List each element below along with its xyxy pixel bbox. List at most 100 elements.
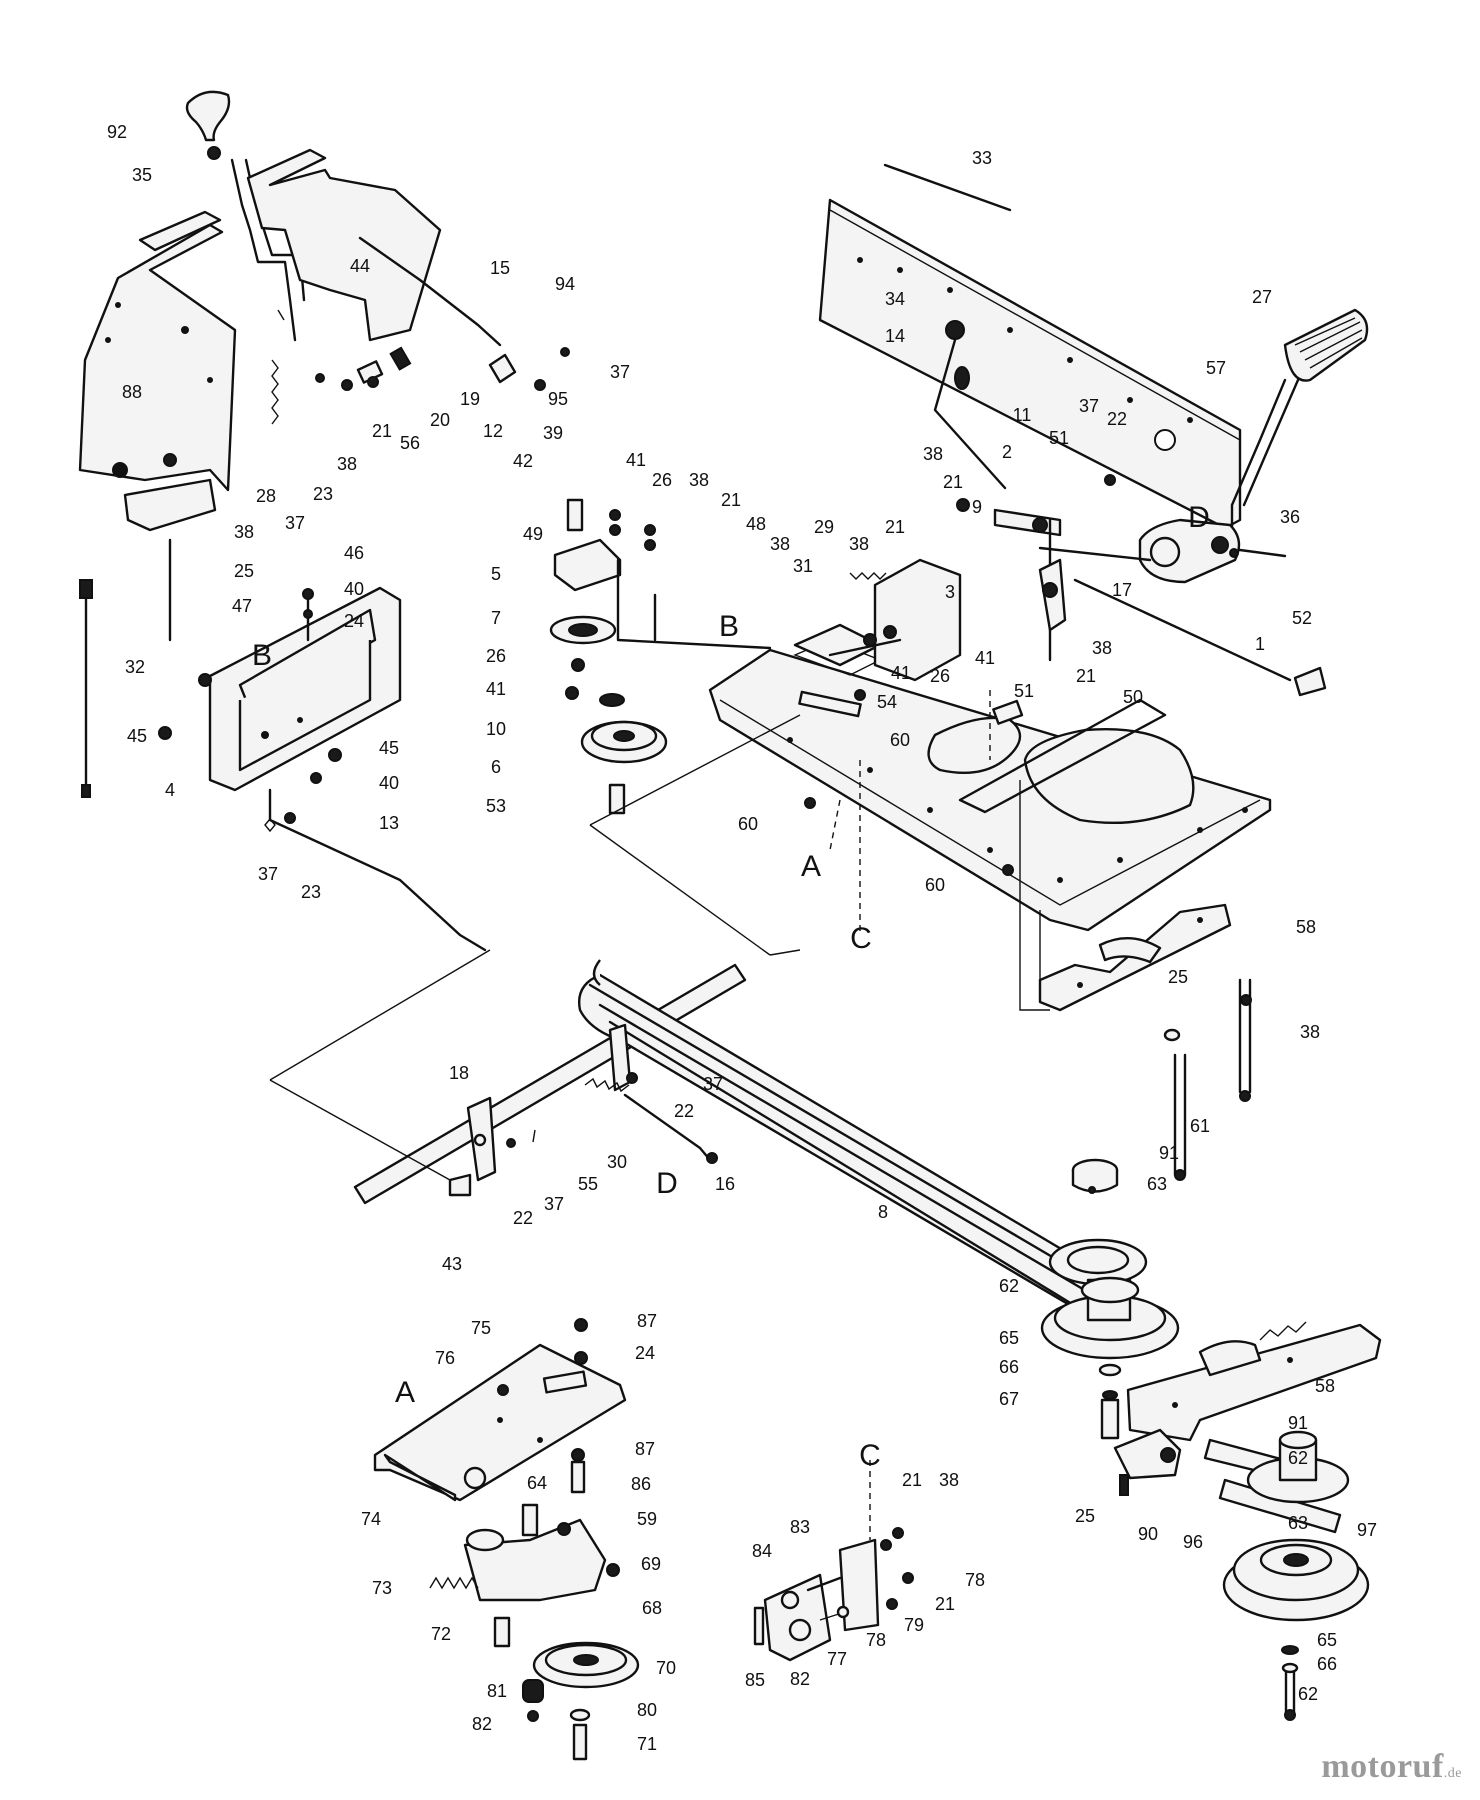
callout-12: 12 [483, 421, 503, 441]
callout-87: 87 [637, 1311, 657, 1331]
callout-38: 38 [689, 470, 709, 490]
callout-86: 86 [631, 1474, 651, 1494]
callout-11: 11 [1013, 405, 1032, 425]
reference-letter-C: C [859, 1439, 881, 1472]
callout-76: 76 [435, 1348, 455, 1368]
callout-25: 25 [1168, 967, 1188, 987]
callout-49: 49 [523, 524, 543, 544]
callout-37: 37 [1079, 396, 1099, 416]
callout-77: 77 [827, 1649, 847, 1669]
callout-21: 21 [721, 490, 741, 510]
callout-9: 9 [972, 497, 982, 517]
plate-b-assembly [79, 538, 487, 952]
callout-62: 62 [999, 1276, 1019, 1296]
bolt-49 [566, 498, 584, 532]
lever-back-plate [246, 148, 442, 342]
idler-bracket-a-assembly [373, 1318, 640, 1761]
idler-arm-68 [463, 1518, 607, 1602]
callout-96: 96 [1183, 1532, 1203, 1552]
callout-38: 38 [1300, 1022, 1320, 1042]
callout-81: 81 [487, 1681, 507, 1701]
callout-66: 66 [1317, 1654, 1337, 1674]
callout-74: 74 [361, 1509, 381, 1529]
callout-31: 31 [793, 556, 813, 576]
callout-53: 53 [486, 796, 506, 816]
callout-7: 7 [491, 608, 501, 628]
callout-33: 33 [972, 148, 992, 168]
bolt-67 [1100, 1398, 1120, 1440]
callout-41: 41 [486, 679, 506, 699]
callout-41: 41 [891, 663, 911, 683]
callout-63: 63 [1288, 1513, 1308, 1533]
callout-37: 37 [610, 362, 630, 382]
callout-38: 38 [770, 534, 790, 554]
callout-66: 66 [999, 1357, 1019, 1377]
callout-21: 21 [372, 421, 392, 441]
callout-36: 36 [1280, 507, 1300, 527]
callout-40: 40 [379, 773, 399, 793]
callout-46: 46 [344, 543, 364, 563]
rod-33 [883, 163, 1012, 212]
bolt-71 [572, 1723, 588, 1761]
callout-78: 78 [965, 1570, 985, 1590]
callout-48: 48 [746, 514, 766, 534]
callout-90: 90 [1138, 1524, 1158, 1544]
nut-35 [207, 146, 221, 160]
callout-51: 51 [1014, 681, 1034, 701]
callout-8: 8 [878, 1202, 888, 1222]
callout-51: 51 [1049, 428, 1069, 448]
callout-32: 32 [125, 657, 145, 677]
callout-2: 2 [1002, 442, 1012, 462]
callout-24: 24 [635, 1343, 655, 1363]
callout-24: 24 [344, 611, 364, 631]
callout-56: 56 [400, 433, 420, 453]
callout-84: 84 [752, 1541, 772, 1561]
lower-right-assembly [1113, 1321, 1382, 1721]
callout-45: 45 [379, 738, 399, 758]
engine-pulley-assembly [1040, 1158, 1180, 1440]
callout-52: 52 [1292, 608, 1312, 628]
callout-80: 80 [637, 1700, 657, 1720]
callout-34: 34 [885, 289, 905, 309]
reference-letter-B: B [719, 610, 739, 643]
callout-87: 87 [635, 1439, 655, 1459]
bracket-96 [1113, 1428, 1182, 1480]
shift-lever-rod [230, 158, 297, 342]
callout-39: 39 [543, 423, 563, 443]
callout-17: 17 [1112, 580, 1132, 600]
callout-82: 82 [790, 1669, 810, 1689]
dash-panel-assembly [818, 163, 1369, 697]
callout-37: 37 [258, 864, 278, 884]
callout-37: 37 [544, 1194, 564, 1214]
callout-1: 1 [1255, 634, 1265, 654]
pin-85 [753, 1606, 765, 1646]
callout-78: 78 [866, 1630, 886, 1650]
callout-58: 58 [1296, 917, 1316, 937]
callout-65: 65 [999, 1328, 1019, 1348]
spacer-81 [522, 1679, 544, 1703]
callout-layer: 9235159444379539421219205621382337288838… [107, 122, 1377, 1754]
callout-22: 22 [674, 1101, 694, 1121]
callout-26: 26 [930, 666, 950, 686]
callout-59: 59 [637, 1509, 657, 1529]
shaft-55 [353, 963, 747, 1205]
callout-63: 63 [1147, 1174, 1167, 1194]
callout-40: 40 [344, 579, 364, 599]
callout-25: 25 [234, 561, 254, 581]
callout-30: 30 [607, 1152, 627, 1172]
callout-26: 26 [486, 646, 506, 666]
shift-knob [185, 90, 231, 142]
idler-pulley-stack [549, 498, 772, 815]
callout-60: 60 [925, 875, 945, 895]
callout-82: 82 [472, 1714, 492, 1734]
reference-letter-B: B [252, 639, 272, 672]
callout-18: 18 [449, 1063, 469, 1083]
callout-38: 38 [849, 534, 869, 554]
bolt-72 [493, 1616, 511, 1648]
callout-20: 20 [430, 410, 450, 430]
callout-13: 13 [379, 813, 399, 833]
callout-38: 38 [1092, 638, 1112, 658]
bracket-58-lower [1126, 1323, 1382, 1442]
